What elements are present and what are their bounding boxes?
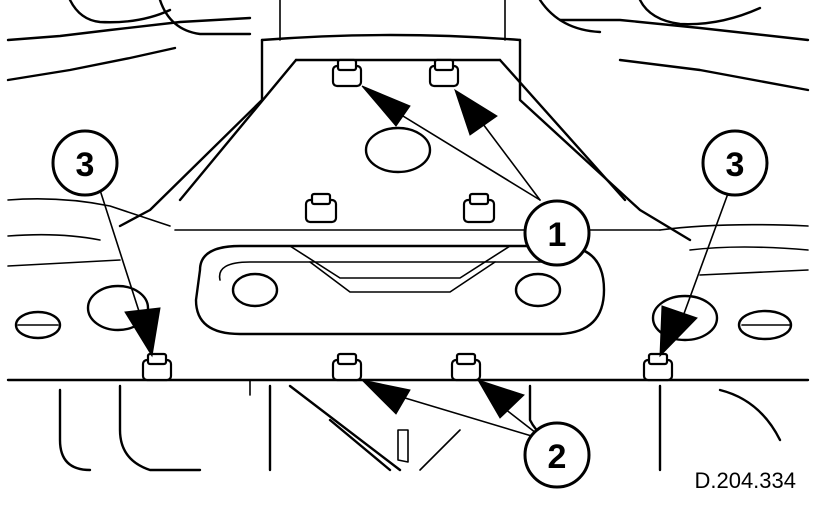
callout-1: 1 bbox=[523, 199, 591, 267]
bolt-3-left bbox=[141, 352, 173, 382]
callout-2: 2 bbox=[523, 421, 591, 489]
bolt-2a bbox=[331, 352, 363, 382]
callout-3-left-label: 3 bbox=[76, 146, 95, 184]
arrow-2a-icon bbox=[360, 379, 411, 415]
lower-structure bbox=[58, 384, 782, 472]
arrow-3-right-icon bbox=[659, 305, 698, 358]
bolt-plate-right bbox=[462, 192, 496, 224]
bolt-plate-left bbox=[304, 192, 338, 224]
side-holes bbox=[14, 284, 793, 342]
mount-bracket bbox=[194, 244, 606, 336]
arrow-1a-icon bbox=[361, 85, 411, 127]
arrow-1b-icon bbox=[454, 88, 498, 136]
bolt-1a bbox=[331, 58, 363, 88]
bolts bbox=[141, 58, 674, 382]
bolt-1b bbox=[428, 58, 460, 88]
arrow-3-left-icon bbox=[124, 307, 161, 358]
reference-code: D.204.334 bbox=[694, 468, 796, 493]
background-structure bbox=[6, 0, 810, 276]
crossmember-plate bbox=[118, 0, 692, 242]
callout-1-label: 1 bbox=[548, 216, 567, 254]
callout-3-right-label: 3 bbox=[726, 146, 745, 184]
base-beam bbox=[6, 378, 810, 396]
callout-2-label: 2 bbox=[548, 438, 567, 476]
bolt-3-right bbox=[642, 352, 674, 382]
bolt-2b bbox=[450, 352, 482, 382]
arrow-2b-icon bbox=[476, 379, 525, 419]
callout-3-right: 3 bbox=[701, 129, 769, 197]
leader-lines bbox=[99, 85, 731, 441]
callout-3-left: 3 bbox=[51, 129, 119, 197]
